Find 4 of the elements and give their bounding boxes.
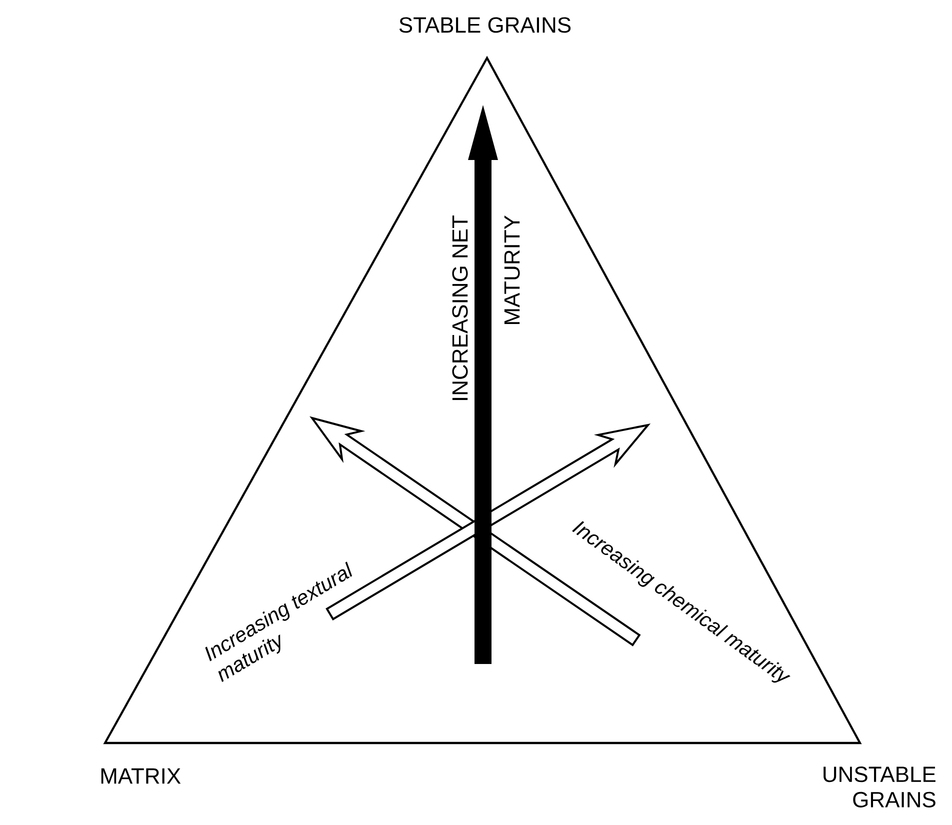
corner-label: UNSTABLE GRAINS xyxy=(824,766,936,808)
arrow-label: INCREASING NET MATURITY xyxy=(452,215,520,400)
corner-label: STABLE GRAINS xyxy=(399,17,571,33)
corner-label: MATRIX xyxy=(101,768,181,784)
